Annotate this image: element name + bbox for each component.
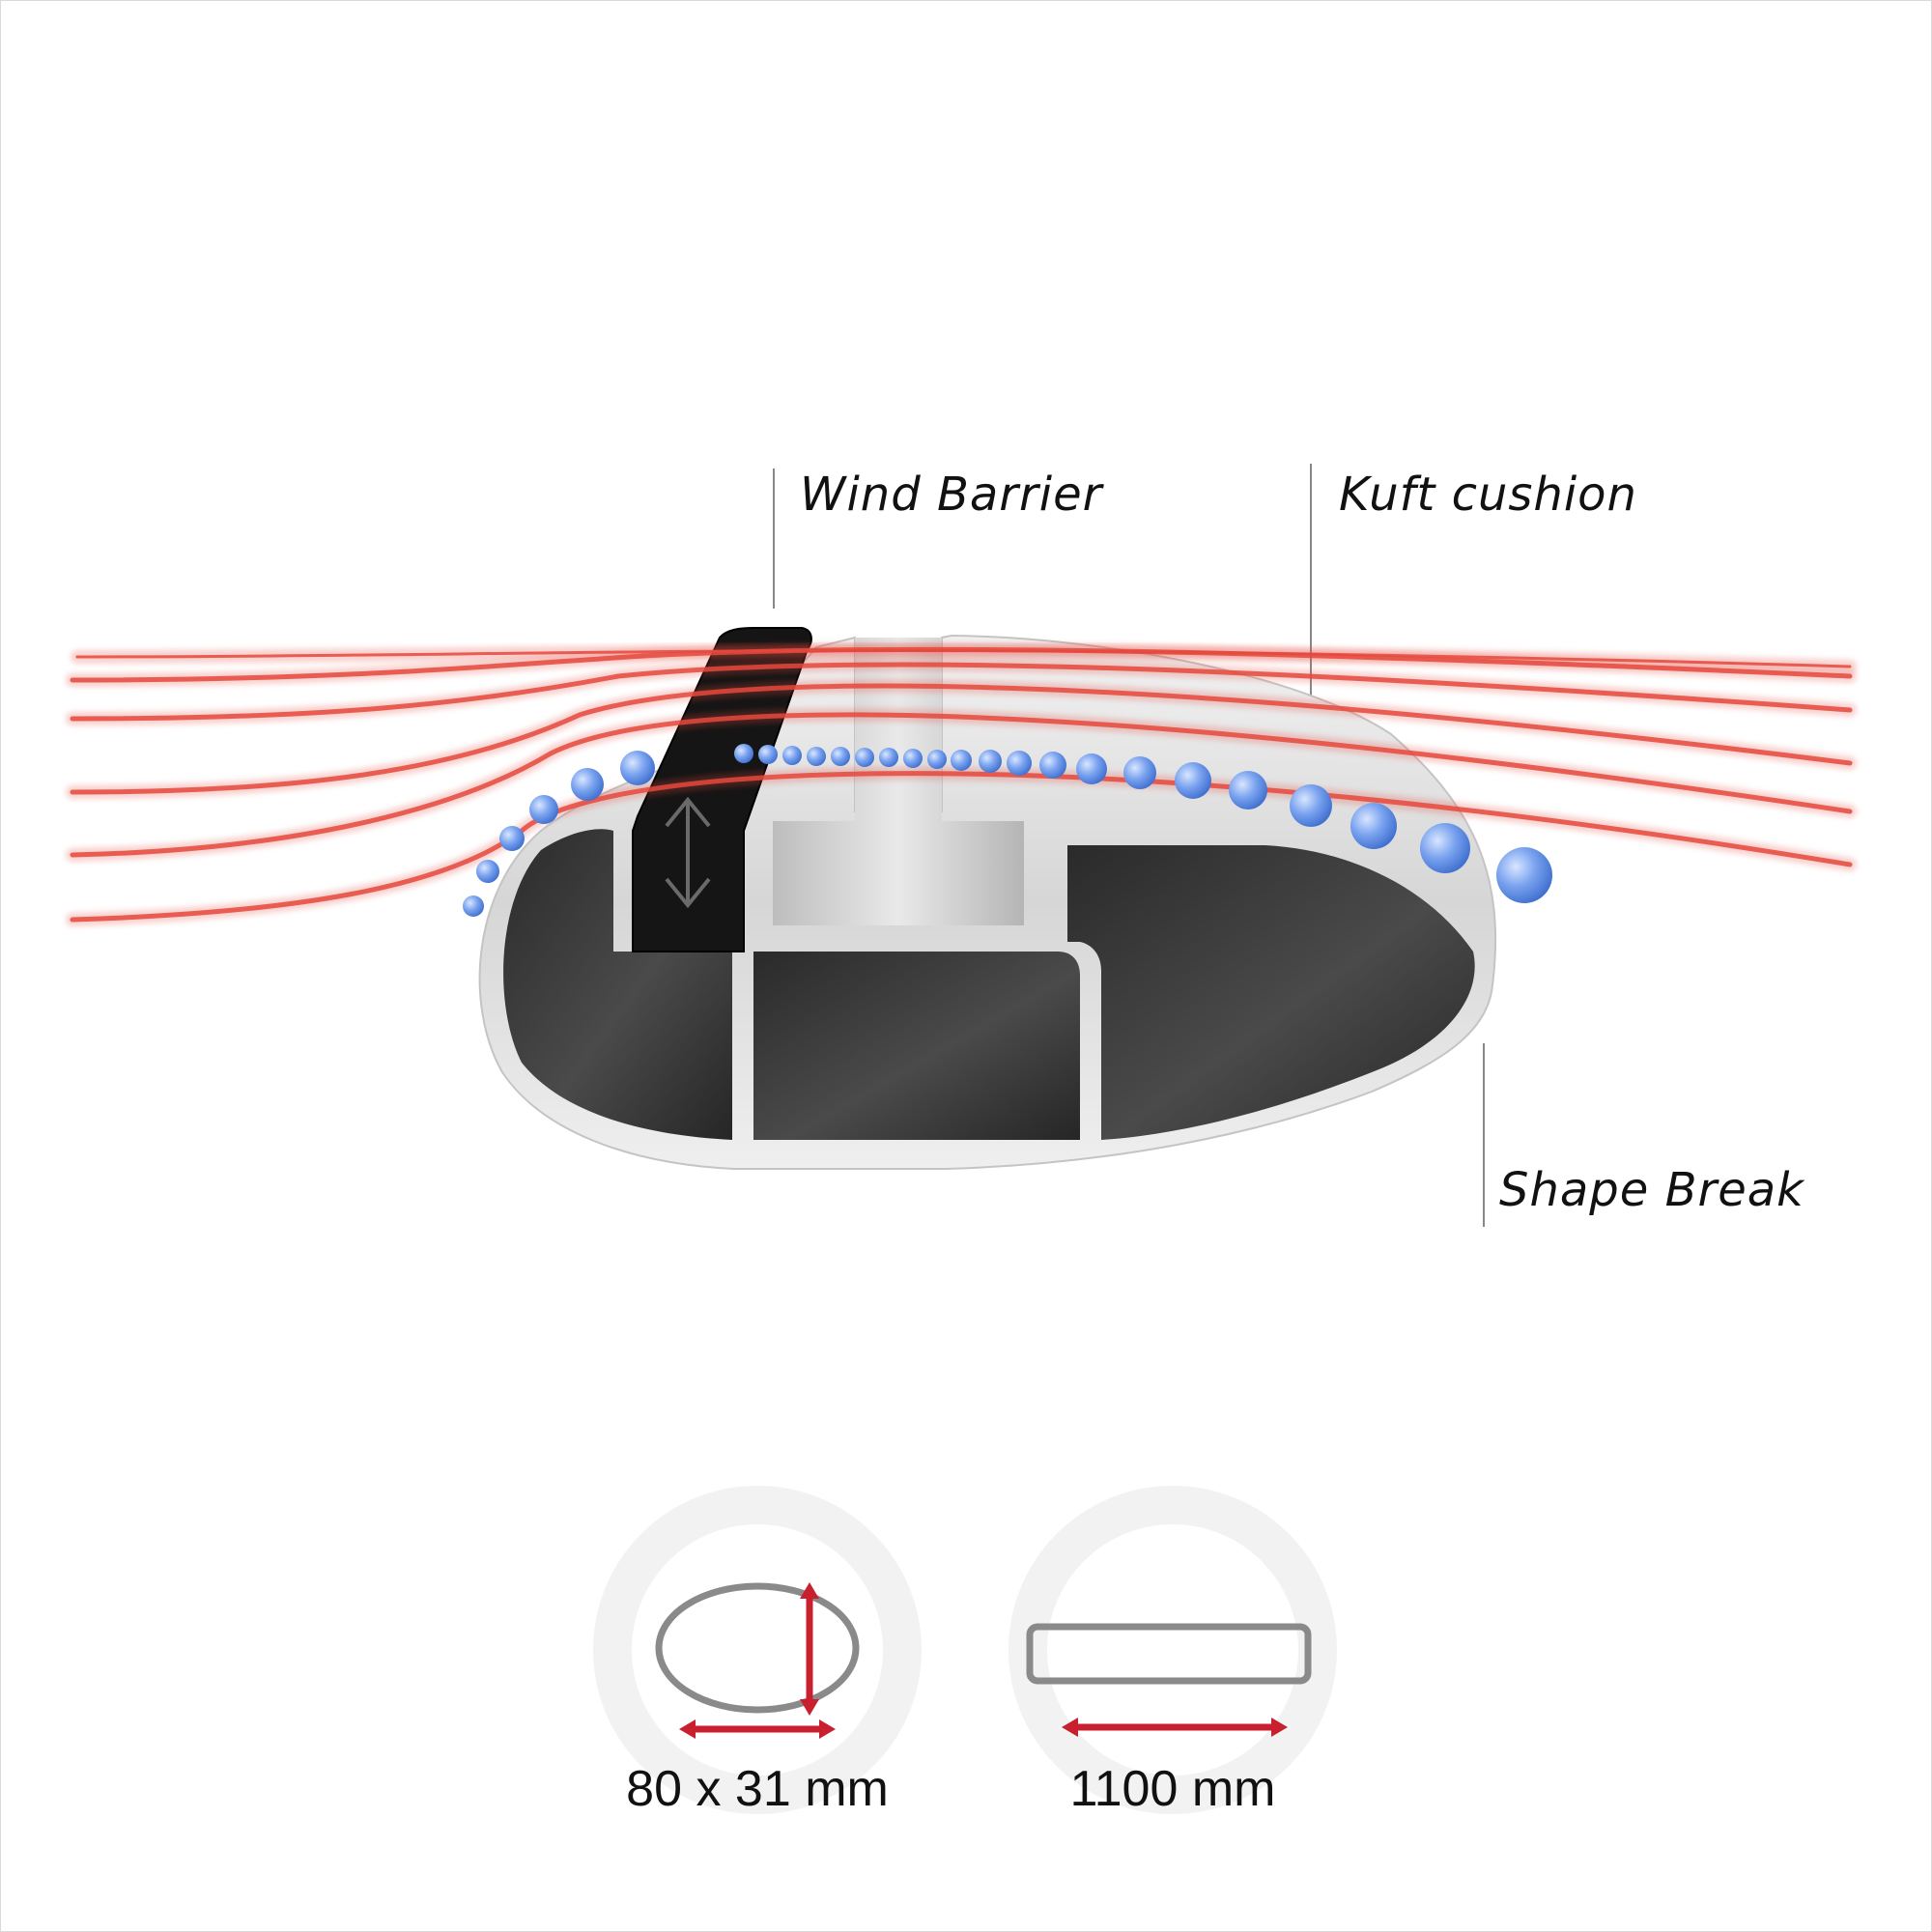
cushion-dot (571, 768, 604, 801)
airflow-line (70, 683, 1853, 795)
cushion-dot (951, 750, 972, 771)
cushion-dot (1123, 756, 1156, 789)
shape-break-label: Shape Break (1499, 1163, 1804, 1217)
cushion-dot (1076, 753, 1107, 784)
profile-size-icon-ring (593, 1486, 922, 1814)
oval-profile-icon (655, 1582, 860, 1714)
airflow-line (70, 662, 1853, 722)
length-arrow-icon (1062, 1718, 1288, 1737)
height-arrow-icon (800, 1582, 819, 1716)
cushion-dot (463, 895, 484, 917)
cushion-dot (1039, 752, 1066, 779)
cushion-dot (620, 751, 655, 785)
cushion-dot (807, 747, 826, 766)
profile-tslot-channel (773, 638, 1024, 925)
cushion-dot (1229, 771, 1267, 810)
cushion-dot (1007, 751, 1032, 776)
air-cushion-dots (463, 744, 1552, 917)
cushion-dot (1175, 762, 1211, 799)
wind-barrier-label: Wind Barrier (800, 468, 1103, 522)
cushion-dot (979, 750, 1002, 773)
bar-length-icon-ring (1009, 1486, 1337, 1814)
cushion-dot (1350, 803, 1397, 849)
cushion-dot (782, 746, 802, 765)
cushion-dot (903, 749, 923, 768)
profile-right-cavity (1067, 845, 1475, 1140)
kuft-cushion-label: Kuft cushion (1339, 468, 1637, 522)
bar-length-icon (1009, 1486, 1337, 1814)
profile-size-icon (593, 1486, 922, 1814)
cushion-dot (529, 795, 558, 824)
bar-profile (478, 627, 1496, 1170)
cushion-dot (1420, 823, 1470, 873)
rubber-wind-barrier (632, 627, 812, 952)
cushion-dot (758, 745, 778, 764)
bar-length-label: 1100 mm (1069, 1761, 1276, 1817)
flat-bar-icon (1026, 1623, 1312, 1685)
profile-size-label: 80 x 31 mm (626, 1761, 889, 1817)
airflow-line (75, 648, 1852, 668)
profile-center-cavity (753, 952, 1080, 1140)
airflow-line (70, 712, 1853, 858)
width-arrow-icon (679, 1719, 836, 1739)
cushion-dot (855, 748, 874, 767)
cushion-dot (927, 750, 947, 769)
cushion-dot (879, 748, 898, 767)
cushion-dot (476, 860, 499, 883)
seal-compression-arrow (665, 796, 711, 909)
cushion-dot (499, 826, 525, 851)
cushion-dot (1496, 847, 1552, 903)
cushion-dot (831, 747, 850, 766)
cushion-dot (1290, 784, 1332, 827)
cushion-dot (734, 744, 753, 763)
profile-left-cavity (503, 829, 732, 1140)
